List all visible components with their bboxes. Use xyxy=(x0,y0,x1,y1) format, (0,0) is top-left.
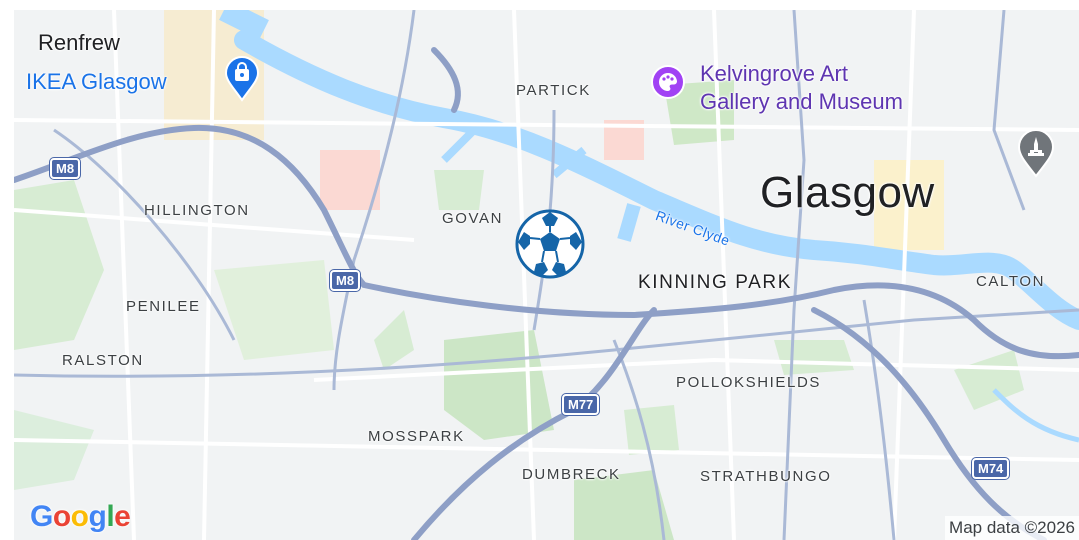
map-canvas[interactable]: Renfrew PARTICK HILLINGTON GOVAN Glasgow… xyxy=(14,10,1079,540)
park xyxy=(14,410,94,490)
river-clyde-west xyxy=(219,10,269,40)
park xyxy=(574,470,674,540)
clyde-tunnel-approach xyxy=(431,47,461,113)
place-label-kinning-park: KINNING PARK xyxy=(638,272,792,293)
logo-letter: G xyxy=(30,500,53,533)
park xyxy=(14,180,104,350)
place-label-hillington: HILLINGTON xyxy=(144,202,250,219)
place-label-ralston: RALSTON xyxy=(62,352,144,369)
road-shield-m74: M74 xyxy=(972,458,1010,479)
park xyxy=(624,405,679,455)
poi-label-kelvingrove-line2[interactable]: Gallery and Museum xyxy=(700,89,903,114)
dock xyxy=(441,117,487,163)
logo-letter: o xyxy=(52,500,71,533)
dock xyxy=(551,146,587,179)
place-label-dumbreck: DUMBRECK xyxy=(522,466,621,483)
river-cart xyxy=(992,388,1079,443)
map-base-layer xyxy=(14,10,1079,540)
place-label-glasgow: Glasgow xyxy=(760,168,935,217)
logo-letter: g xyxy=(88,500,107,533)
place-label-partick: PARTICK xyxy=(516,82,591,99)
place-label-penilee: PENILEE xyxy=(126,298,201,315)
logo-letter: l xyxy=(106,500,115,533)
m8-motorway xyxy=(14,124,1079,360)
place-label-govan: GOVAN xyxy=(442,210,504,227)
park xyxy=(774,340,854,375)
road-shield-m8-mid: M8 xyxy=(330,270,361,291)
river-clyde xyxy=(234,30,1079,330)
road-shield-m8-west: M8 xyxy=(50,158,81,179)
google-logo[interactable]: Google xyxy=(30,500,131,534)
hospital-area xyxy=(320,150,380,210)
logo-letter: o xyxy=(70,500,89,533)
poi-label-ikea[interactable]: IKEA Glasgow xyxy=(26,69,167,94)
minor-roads xyxy=(14,10,1079,540)
logo-letter: e xyxy=(114,500,131,533)
place-label-calton: CALTON xyxy=(976,273,1046,290)
place-label-pollokshields: POLLOKSHIELDS xyxy=(676,374,822,391)
park xyxy=(214,260,334,360)
poi-label-kelvingrove-line1[interactable]: Kelvingrove Art xyxy=(700,61,848,86)
park xyxy=(954,350,1024,410)
map-attribution[interactable]: Map data ©2026 xyxy=(945,516,1079,540)
place-label-renfrew: Renfrew xyxy=(38,30,120,55)
place-label-strathbungo: STRATHBUNGO xyxy=(700,468,832,485)
park xyxy=(434,170,484,210)
place-label-mosspark: MOSSPARK xyxy=(368,428,465,445)
dock xyxy=(617,203,641,242)
park xyxy=(374,310,414,370)
road-shield-m77: M77 xyxy=(562,394,600,415)
